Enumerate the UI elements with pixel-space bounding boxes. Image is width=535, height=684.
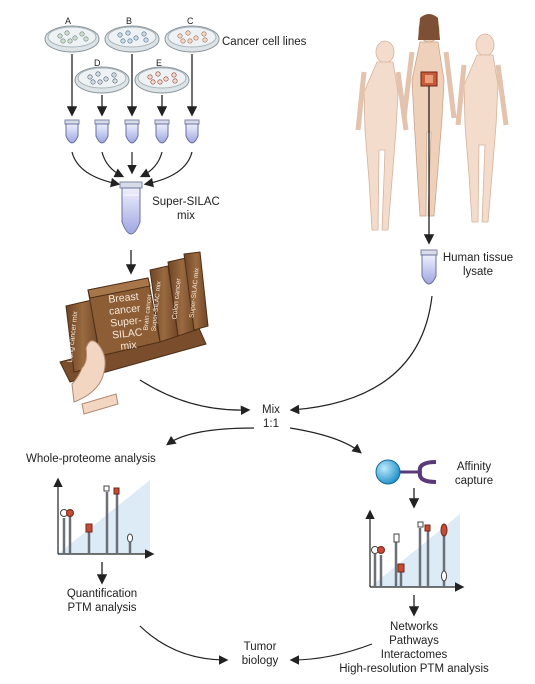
tube-icon [124, 119, 140, 144]
human-figure-right [455, 33, 509, 223]
dish-label-e: E [156, 58, 163, 68]
petri-dish-d-icon [74, 66, 130, 94]
whole-proteome-label: Whole-proteome analysis [26, 453, 156, 465]
dish-label-b: B [126, 16, 133, 26]
hand-illustration [71, 340, 119, 415]
quantification-label: Quantification PTM analysis [66, 588, 138, 614]
to-tumor-biology-arrows [139, 625, 373, 665]
petri-dish-c-icon [164, 25, 220, 53]
bookshelf-illustration [59, 251, 209, 415]
petri-dish-a-icon [44, 25, 100, 53]
tube-icon [154, 119, 170, 144]
dish-label-a: A [65, 16, 72, 26]
tumor-biology-label: Tumor biology [241, 641, 279, 667]
sample-tubes [64, 119, 200, 144]
outcome-ptm-analysis: High-resolution PTM analysis [339, 663, 489, 675]
human-figures-illustration [355, 14, 509, 231]
mix-ratio-label: Mix 1:1 [262, 404, 280, 430]
spectrum-plot-whole-proteome [53, 477, 155, 559]
super-silac-tube-icon [119, 181, 143, 235]
book-super-silac [183, 251, 209, 331]
outcomes-list: Networks Pathways Interactomes High-reso… [322, 620, 506, 676]
outcome-interactomes: Interactomes [380, 649, 448, 661]
outcome-networks: Networks [390, 621, 438, 633]
petri-dish-e-icon [134, 66, 190, 94]
petri-dish-b-icon [104, 25, 160, 53]
tube-icon [184, 119, 200, 144]
outcome-pathways: Pathways [389, 635, 439, 647]
spectrum-plot-affinity [365, 509, 465, 592]
dish-label-c: C [187, 16, 194, 26]
cancer-cell-lines-label: Cancer cell lines [222, 36, 307, 48]
dish-to-tube-arrows [66, 54, 198, 117]
affinity-bead-icon [375, 459, 437, 485]
tube-icon [64, 119, 80, 144]
human-figure-left [355, 40, 409, 231]
human-tissue-lysate-label: Human tissue lysate [442, 252, 514, 278]
super-silac-mix-label: Super-SILAC mix [152, 196, 220, 222]
lysate-tube-icon [420, 249, 438, 285]
dish-label-d: D [94, 58, 101, 68]
book-colon-cancer [167, 257, 197, 337]
pooling-arrows [71, 151, 193, 188]
affinity-capture-label: Affinity capture [454, 461, 494, 487]
to-mix-arrows [139, 295, 433, 454]
tube-icon [94, 119, 110, 144]
